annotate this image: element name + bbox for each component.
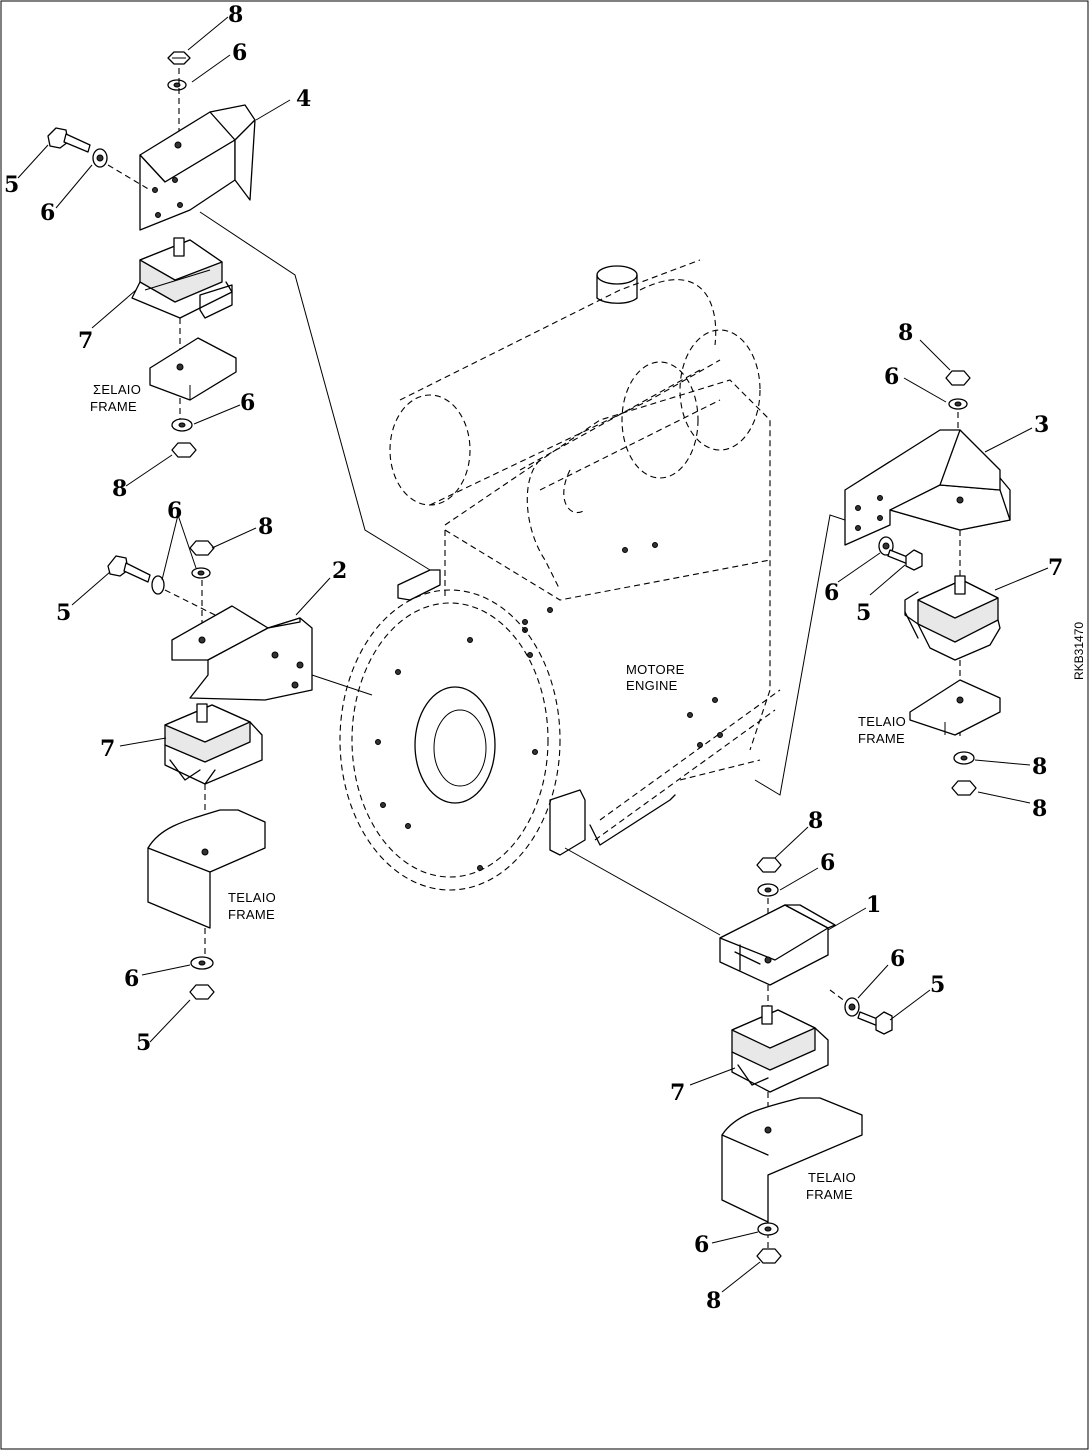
drawing-code: RKB31470 (1072, 622, 1086, 680)
callout-2: 2 (332, 558, 347, 584)
mount-assembly-1: TELAIO FRAME 8 6 1 6 5 7 6 8 (670, 808, 945, 1314)
nut-icon (951, 780, 977, 796)
frame-label-line2: FRAME (90, 399, 137, 414)
frame-label-line1: TELAIO (808, 1170, 856, 1185)
callout-6: 6 (890, 946, 905, 972)
mount-assembly-2: TELAIO FRAME 6 8 5 2 7 6 5 (56, 498, 347, 1056)
bracket-1 (719, 904, 836, 986)
callout-7: 7 (100, 736, 115, 762)
callout-4: 4 (296, 86, 311, 112)
nut-icon (171, 442, 197, 458)
bolt-icon (47, 127, 91, 153)
bolt-icon (107, 555, 151, 583)
frame-label-line2: FRAME (228, 907, 275, 922)
callout-5: 5 (856, 600, 871, 626)
frame-label-line1: TELAIO (228, 890, 276, 905)
connector-line (754, 514, 846, 796)
callout-6: 6 (694, 1232, 709, 1258)
nut-icon (189, 540, 215, 556)
rubber-mount-7 (731, 1005, 829, 1093)
frame-bracket (721, 1097, 863, 1223)
rubber-mount-7 (131, 237, 233, 319)
callout-6: 6 (40, 200, 55, 226)
callout-6: 6 (167, 498, 182, 524)
callout-8: 8 (228, 2, 243, 28)
bracket-4 (139, 104, 256, 231)
callout-8: 8 (706, 1288, 721, 1314)
callout-8: 8 (112, 476, 127, 502)
mount-assembly-4: ΣELAIO FRAME 8 6 4 5 6 7 6 8 (4, 2, 311, 502)
callout-6: 6 (884, 364, 899, 390)
nut-icon (756, 857, 782, 873)
callout-7: 7 (78, 328, 93, 354)
callout-1: 1 (866, 892, 881, 918)
callout-5: 5 (930, 972, 945, 998)
filler-cap-icon (596, 265, 638, 285)
mount-assembly-3: TELAIO FRAME 8 6 3 6 5 7 8 8 (824, 320, 1063, 822)
flywheel-housing (339, 589, 561, 891)
callout-6: 6 (824, 580, 839, 606)
engine-label-line1: MOTORE (626, 662, 685, 677)
frame-label-line2: FRAME (806, 1187, 853, 1202)
bolt-icon (887, 549, 923, 571)
callout-8: 8 (1032, 754, 1047, 780)
frame-plate (149, 337, 237, 401)
nut-icon (756, 1248, 782, 1264)
frame-plate (909, 679, 1001, 736)
connector-line (564, 847, 721, 936)
connector-line (199, 211, 431, 571)
bracket-3 (844, 429, 1011, 546)
nut-icon (945, 370, 971, 386)
callout-6: 6 (240, 390, 255, 416)
nut-icon (167, 51, 191, 65)
callout-5: 5 (136, 1030, 151, 1056)
connector-line (311, 674, 373, 696)
bolt-icon (857, 1011, 893, 1035)
engine-label-line2: ENGINE (626, 678, 678, 693)
callout-8: 8 (898, 320, 913, 346)
callout-8: 8 (258, 514, 273, 540)
bracket-2 (171, 605, 313, 701)
callout-5: 5 (56, 600, 71, 626)
callout-5: 5 (4, 172, 19, 198)
rubber-mount-7 (164, 703, 263, 785)
callout-3: 3 (1034, 412, 1049, 438)
callout-7: 7 (670, 1080, 685, 1106)
callout-7: 7 (1048, 555, 1063, 581)
callout-8: 8 (808, 808, 823, 834)
callout-6: 6 (232, 40, 247, 66)
frame-bracket (147, 809, 266, 929)
engine-assembly: MOTORE ENGINE (339, 259, 781, 891)
nut-icon (189, 984, 215, 1000)
frame-label-line1: ΣELAIO (93, 382, 141, 397)
callout-6: 6 (820, 850, 835, 876)
callout-8: 8 (1032, 796, 1047, 822)
washer-icon (151, 575, 165, 595)
frame-label-line1: TELAIO (858, 714, 906, 729)
rubber-mount-7 (904, 575, 1001, 661)
frame-label-line2: FRAME (858, 731, 905, 746)
callout-6: 6 (124, 966, 139, 992)
